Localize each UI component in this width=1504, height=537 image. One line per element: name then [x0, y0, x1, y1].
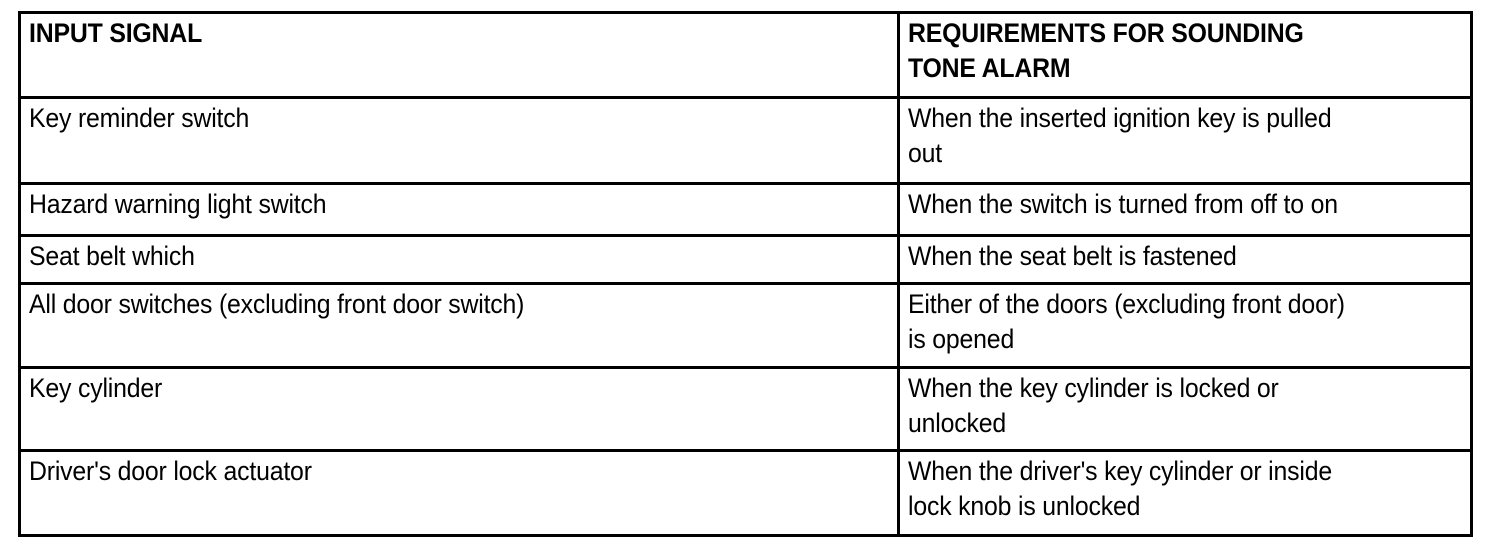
- input-signal-text: Driver's door lock actuator: [29, 456, 312, 486]
- cell-input-signal: All door switches (excluding front door …: [18, 282, 900, 369]
- cell-requirement: When the switch is turned from off to on: [897, 182, 1473, 237]
- requirement-text: When the switch is turned from off to on: [908, 189, 1338, 219]
- table-body: Key reminder switch When the inserted ig…: [18, 96, 1473, 537]
- column-header-input-signal: INPUT SIGNAL: [18, 11, 900, 99]
- table-row: Hazard warning light switch When the swi…: [18, 182, 1473, 237]
- requirement-text: When the seat belt is fastened: [908, 241, 1237, 271]
- requirement-text: Either of the doors (excluding front doo…: [908, 289, 1345, 354]
- cell-input-signal: Driver's door lock actuator: [18, 449, 900, 537]
- requirement-text: When the inserted ignition key is pulled…: [908, 103, 1332, 168]
- table-header: INPUT SIGNAL REQUIREMENTS FOR SOUNDING T…: [18, 11, 1473, 99]
- column-header-input-signal-label: INPUT SIGNAL: [29, 18, 203, 48]
- cell-requirement: When the driver's key cylinder or inside…: [897, 449, 1473, 537]
- table-row: All door switches (excluding front door …: [18, 282, 1473, 369]
- input-signal-text: Hazard warning light switch: [29, 189, 327, 219]
- table-header-row: INPUT SIGNAL REQUIREMENTS FOR SOUNDING T…: [18, 11, 1473, 99]
- cell-input-signal: Key cylinder: [18, 366, 900, 452]
- column-header-requirement-label: REQUIREMENTS FOR SOUNDING TONE ALARM: [908, 18, 1304, 83]
- input-signal-text: Key cylinder: [29, 373, 163, 403]
- requirement-text: When the key cylinder is locked or unloc…: [908, 373, 1279, 438]
- table-row: Key reminder switch When the inserted ig…: [18, 96, 1473, 185]
- table-row: Key cylinder When the key cylinder is lo…: [18, 366, 1473, 452]
- input-signal-requirements-table: INPUT SIGNAL REQUIREMENTS FOR SOUNDING T…: [18, 11, 1473, 537]
- table-row: Seat belt which When the seat belt is fa…: [18, 234, 1473, 285]
- input-signal-text: All door switches (excluding front door …: [29, 289, 525, 319]
- cell-requirement: Either of the doors (excluding front doo…: [897, 282, 1473, 369]
- input-signal-text: Key reminder switch: [29, 103, 250, 133]
- cell-requirement: When the key cylinder is locked or unloc…: [897, 366, 1473, 452]
- cell-requirement: When the seat belt is fastened: [897, 234, 1473, 285]
- requirement-text: When the driver's key cylinder or inside…: [908, 456, 1332, 521]
- column-header-requirement: REQUIREMENTS FOR SOUNDING TONE ALARM: [897, 11, 1473, 99]
- cell-input-signal: Key reminder switch: [18, 96, 900, 185]
- table-row: Driver's door lock actuator When the dri…: [18, 449, 1473, 537]
- cell-requirement: When the inserted ignition key is pulled…: [897, 96, 1473, 185]
- input-signal-text: Seat belt which: [29, 241, 195, 271]
- cell-input-signal: Seat belt which: [18, 234, 900, 285]
- cell-input-signal: Hazard warning light switch: [18, 182, 900, 237]
